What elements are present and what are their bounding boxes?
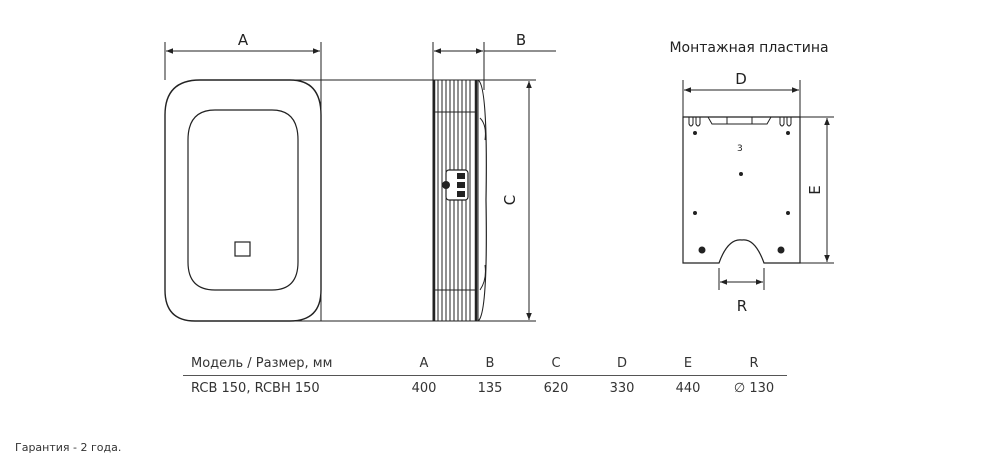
table-row: RCB 150, RCBH 150 400 135 620 330 440 ∅ … [183,376,787,396]
dimension-e: E [800,116,834,264]
plate-mark: 3 [737,144,743,154]
cell-b: 135 [477,381,503,396]
cell-r: ∅ 130 [733,381,775,396]
dimension-r: R [718,268,765,315]
indicator-square [234,241,251,257]
dimension-b: B [432,31,556,90]
header-r: R [721,354,787,376]
svg-text:B: B [516,31,526,49]
header-d: D [589,354,655,376]
cell-d: 330 [609,381,635,396]
dimension-a: A [164,31,322,321]
svg-text:R: R [737,297,747,315]
cell-c: 620 [543,381,569,396]
heater-front-view [164,79,322,322]
heater-side-view [432,79,487,322]
header-e: E [655,354,721,376]
warranty-note: Гарантия - 2 года. [15,441,122,454]
svg-text:D: D [735,70,747,88]
svg-text:C: C [501,195,519,205]
mounting-plate: 3 [682,116,801,264]
header-a: A [391,354,457,376]
cell-a: 400 [411,381,437,396]
svg-text:E: E [806,185,824,194]
dimensions-table: Модель / Размер, мм A B C D E R RCB 150,… [183,354,787,396]
cell-e: 440 [675,381,701,396]
svg-text:A: A [238,31,249,49]
header-b: B [457,354,523,376]
plate-title: Монтажная пластина [669,40,828,56]
table-header-row: Модель / Размер, мм A B C D E R [183,354,787,376]
header-c: C [523,354,589,376]
dimension-c: C [501,81,532,320]
dimension-d: D [682,70,801,263]
cell-model: RCB 150, RCBH 150 [191,381,320,396]
header-model: Модель / Размер, мм [183,354,391,376]
